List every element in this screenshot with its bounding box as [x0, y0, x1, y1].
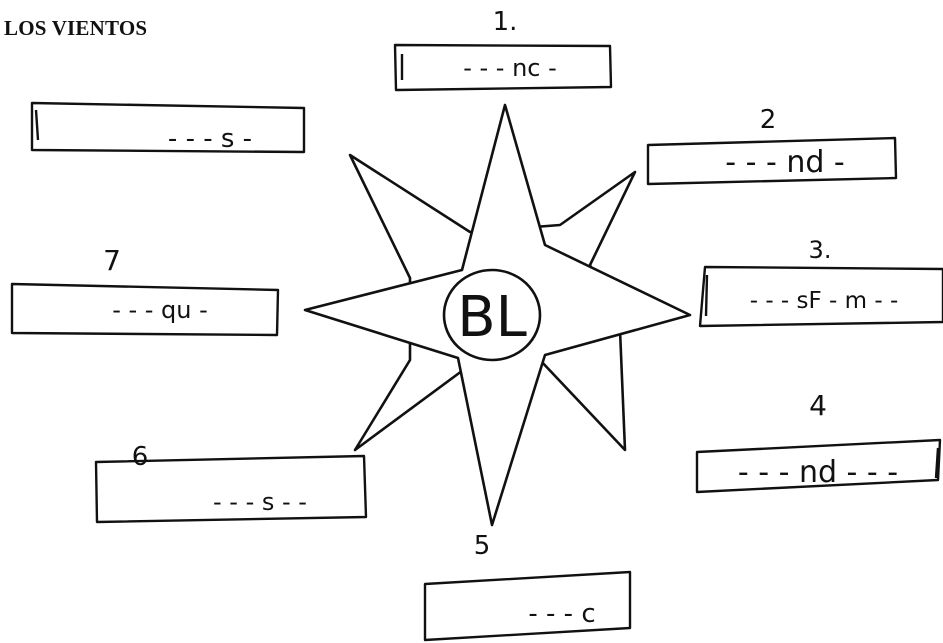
answer-hint-6: - - - s - -: [213, 488, 307, 516]
answer-box-4[interactable]: [695, 438, 942, 494]
worksheet-title: LOS VIENTOS: [4, 16, 148, 40]
wind-number-2: 2: [760, 105, 777, 135]
answer-box-8[interactable]: [30, 101, 306, 154]
answer-hint-4: - - - nd - - -: [738, 455, 898, 490]
answer-box-1[interactable]: [393, 43, 613, 92]
answer-hint-5: - - - c: [528, 599, 595, 629]
answer-box-5[interactable]: [423, 570, 632, 642]
answer-hint-8: - - - s -: [168, 124, 252, 154]
wind-number-6: 6: [132, 442, 149, 472]
wind-number-3: 3.: [809, 236, 832, 264]
answer-hint-3: - - - sF - m - -: [750, 288, 899, 314]
wind-number-5: 5: [474, 531, 491, 561]
answer-hint-1: - - - nc -: [463, 54, 557, 82]
wind-number-7: 7: [103, 244, 121, 277]
center-label: BL: [457, 285, 527, 350]
answer-hint-7: - - - qu -: [112, 296, 208, 324]
answer-box-7[interactable]: [10, 282, 280, 337]
answer-box-6[interactable]: [94, 454, 368, 524]
answer-box-2[interactable]: [646, 136, 898, 186]
wind-number-4: 4: [809, 389, 827, 422]
answer-hint-2: - - - nd -: [725, 145, 845, 180]
wind-number-1: 1.: [493, 7, 518, 37]
answer-box-3[interactable]: [698, 265, 943, 328]
center-circle: [442, 268, 542, 362]
